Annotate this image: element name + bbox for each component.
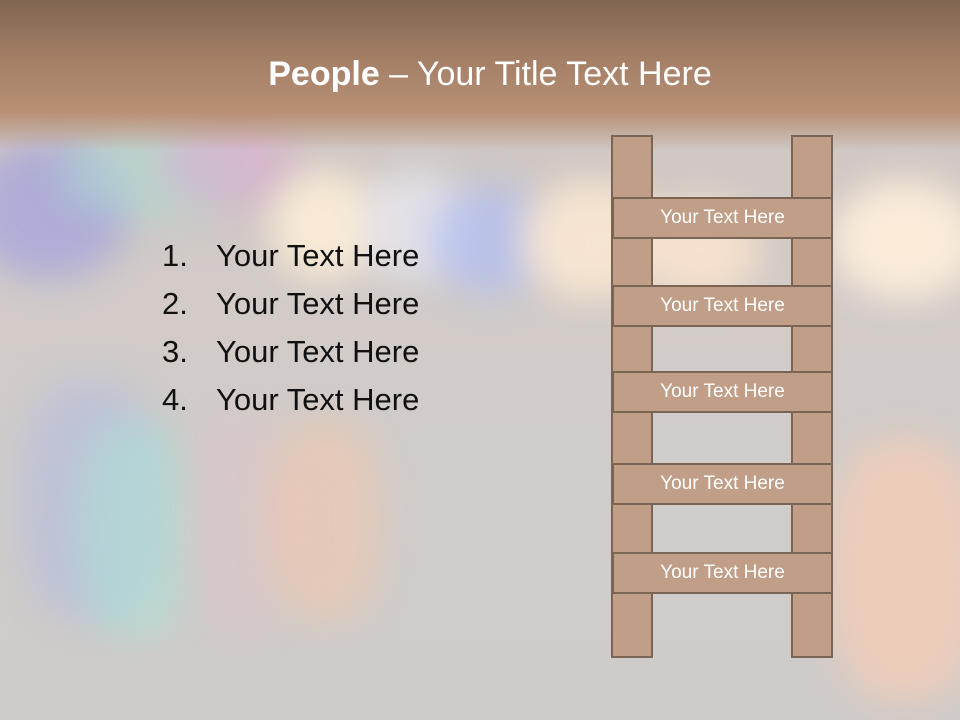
bokeh-light [80,420,190,640]
numbered-list: 1. Your Text Here 2. Your Text Here 3. Y… [162,232,419,424]
list-item-number: 4. [162,382,188,417]
slide-title-bold: People [268,55,380,93]
ladder-rung: Your Text Here [612,552,833,594]
list-item-text: Your Text Here [216,334,420,369]
ladder-rung: Your Text Here [612,285,833,327]
title-band [0,0,960,150]
bokeh-light [830,440,960,700]
list-item-text: Your Text Here [216,382,420,417]
list-item: 2. Your Text Here [162,280,419,328]
slide-title-rest: – Your Title Text Here [379,55,712,93]
ladder-rung: Your Text Here [612,197,833,239]
list-item-number: 2. [162,286,188,321]
bokeh-light [830,180,960,300]
list-item: 4. Your Text Here [162,376,419,424]
list-item-number: 1. [162,238,188,273]
list-item-text: Your Text Here [216,238,420,273]
list-item: 3. Your Text Here [162,328,419,376]
ladder-rung: Your Text Here [612,463,833,505]
list-item-number: 3. [162,334,188,369]
slide-title: People – Your Title Text Here [0,52,960,96]
bokeh-light [270,420,380,620]
list-item: 1. Your Text Here [162,232,419,280]
ladder-rung: Your Text Here [612,371,833,413]
list-item-text: Your Text Here [216,286,420,321]
